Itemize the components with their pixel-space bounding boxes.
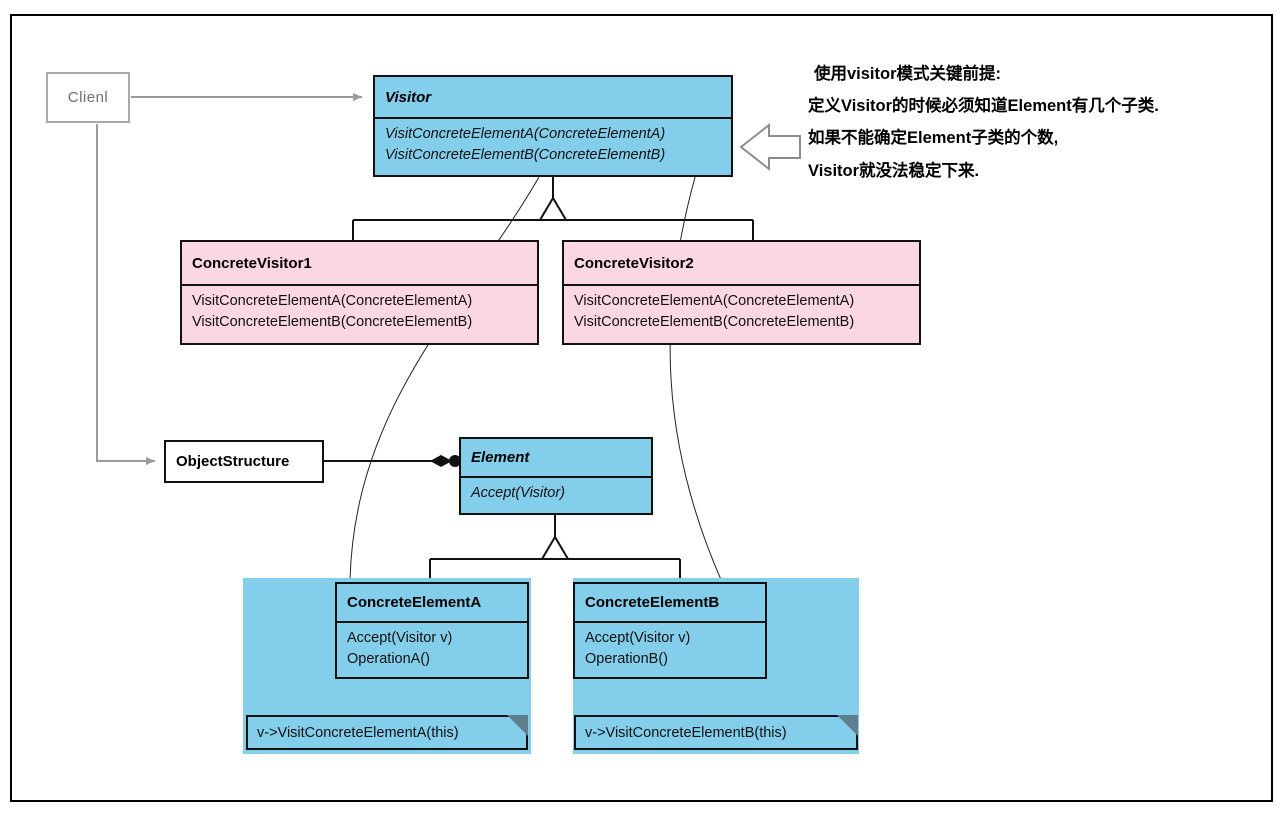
note-concrete-element-b-text: v->VisitConcreteElementB(this) <box>585 724 787 741</box>
annotation-line-0: 使用visitor模式关键前提: <box>814 65 1002 83</box>
note-concrete-element-b[interactable]: v->VisitConcreteElementB(this) <box>574 715 858 750</box>
visitor-operation-1: VisitConcreteElementB(ConcreteElementB) <box>385 146 666 163</box>
concrete-visitor-1-title: ConcreteVisitor1 <box>192 254 312 272</box>
class-box-concrete-visitor-1[interactable]: ConcreteVisitor1 VisitConcreteElementA(C… <box>180 240 539 345</box>
concrete-element-b-title: ConcreteElementB <box>585 594 720 611</box>
note-concrete-element-a[interactable]: v->VisitConcreteElementA(this) <box>246 715 528 750</box>
object-structure-title: ObjectStructure <box>176 453 290 470</box>
concrete-element-b-operation-1: OperationB() <box>585 650 669 667</box>
concrete-visitor-1-operation-1: VisitConcreteElementB(ConcreteElementB) <box>192 313 473 330</box>
class-box-visitor[interactable]: Visitor VisitConcreteElementA(ConcreteEl… <box>373 75 733 177</box>
concrete-visitor-2-operations: VisitConcreteElementA(ConcreteElementA) … <box>564 284 919 338</box>
annotation-line-1: 定义Visitor的时候必须知道Element有几个子类. <box>808 97 1159 116</box>
concrete-element-a-operation-1: OperationA() <box>347 650 431 667</box>
class-box-concrete-element-a[interactable]: ConcreteElementA Accept(Visitor v) Opera… <box>335 582 529 679</box>
class-box-concrete-element-b[interactable]: ConcreteElementB Accept(Visitor v) Opera… <box>573 582 767 679</box>
client-box[interactable]: Clienl <box>46 72 130 123</box>
concrete-element-a-title: ConcreteElementA <box>347 594 482 611</box>
note-concrete-element-a-text: v->VisitConcreteElementA(this) <box>257 724 459 741</box>
class-box-object-structure[interactable]: ObjectStructure <box>164 440 324 483</box>
visitor-operations: VisitConcreteElementA(ConcreteElementA) … <box>375 117 731 171</box>
visitor-title: Visitor <box>385 88 432 106</box>
concrete-visitor-1-operations: VisitConcreteElementA(ConcreteElementA) … <box>182 284 537 338</box>
concrete-visitor-2-operation-0: VisitConcreteElementA(ConcreteElementA) <box>574 293 855 309</box>
concrete-element-a-operations: Accept(Visitor v) OperationA() <box>337 621 527 675</box>
class-box-concrete-visitor-2[interactable]: ConcreteVisitor2 VisitConcreteElementA(C… <box>562 240 921 345</box>
class-box-element[interactable]: Element Accept(Visitor) <box>459 437 653 515</box>
annotation-line-2: 如果不能确定Element子类的个数, <box>808 129 1059 148</box>
element-operation-0: Accept(Visitor) <box>471 485 566 501</box>
concrete-element-a-operation-0: Accept(Visitor v) <box>347 630 453 646</box>
note-fold-corner-icon <box>507 715 528 736</box>
concrete-element-b-operation-0: Accept(Visitor v) <box>585 630 691 646</box>
diagram-frame <box>10 14 1273 802</box>
concrete-visitor-2-title: ConcreteVisitor2 <box>574 254 694 272</box>
concrete-visitor-2-operation-1: VisitConcreteElementB(ConcreteElementB) <box>574 313 855 330</box>
annotation-text-block: 使用visitor模式关键前提: 定义Visitor的时候必须知道Element… <box>808 58 1248 187</box>
element-operations: Accept(Visitor) <box>461 476 651 510</box>
client-label: Clienl <box>67 89 109 106</box>
annotation-line-3: Visitor就没法稳定下来. <box>808 161 980 180</box>
concrete-visitor-1-operation-0: VisitConcreteElementA(ConcreteElementA) <box>192 293 473 309</box>
visitor-operation-0: VisitConcreteElementA(ConcreteElementA) <box>385 126 666 142</box>
note-fold-corner-icon <box>837 715 858 736</box>
element-title: Element <box>471 449 530 466</box>
concrete-element-b-operations: Accept(Visitor v) OperationB() <box>575 621 765 675</box>
